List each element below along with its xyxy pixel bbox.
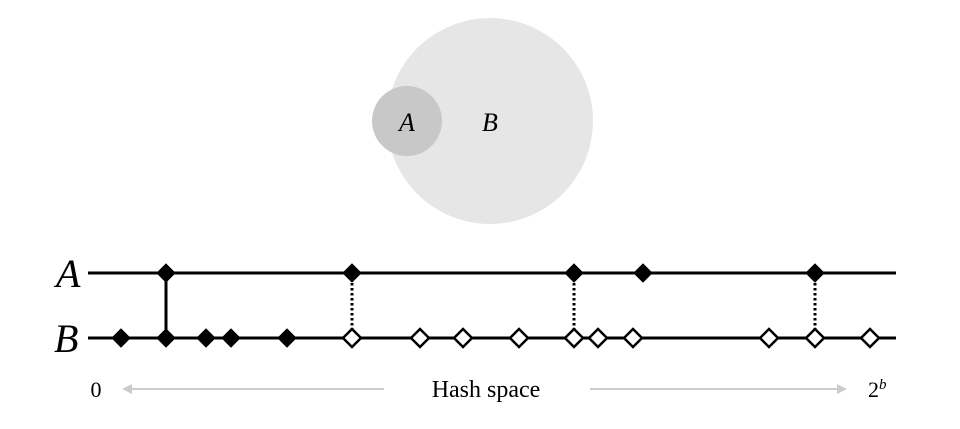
set-b-circle bbox=[387, 18, 593, 224]
marker-b-hollow bbox=[622, 327, 644, 349]
set-a-label: A bbox=[397, 108, 415, 137]
marker-b-filled bbox=[221, 328, 241, 348]
marker-b-hollow bbox=[758, 327, 780, 349]
marker-b-filled bbox=[277, 328, 297, 348]
marker-b-filled bbox=[111, 328, 131, 348]
markers-group bbox=[111, 263, 881, 349]
marker-b-hollow bbox=[804, 327, 826, 349]
venn-diagram: A B bbox=[372, 18, 593, 224]
marker-a bbox=[342, 263, 362, 283]
marker-b-filled bbox=[156, 328, 176, 348]
marker-a bbox=[156, 263, 176, 283]
axis-max-exponent: b bbox=[879, 377, 887, 393]
marker-b-hollow bbox=[341, 327, 363, 349]
set-a-circle bbox=[372, 86, 442, 156]
marker-b-hollow bbox=[563, 327, 585, 349]
links-group bbox=[164, 273, 817, 338]
marker-b-hollow bbox=[587, 327, 609, 349]
marker-a bbox=[633, 263, 653, 283]
axis-max-label: 2b bbox=[868, 377, 887, 402]
marker-b-hollow bbox=[508, 327, 530, 349]
marker-a bbox=[564, 263, 584, 283]
axis-min-label: 0 bbox=[91, 377, 102, 402]
line-a-label: A bbox=[53, 251, 81, 296]
marker-b-hollow bbox=[409, 327, 431, 349]
marker-b-hollow bbox=[452, 327, 474, 349]
axis-center-label: Hash space bbox=[432, 377, 541, 403]
line-b-label: B bbox=[54, 316, 78, 361]
marker-b-filled bbox=[196, 328, 216, 348]
hash-axis: 0 Hash space 2b bbox=[91, 377, 888, 403]
axis-max-base: 2 bbox=[868, 377, 879, 402]
marker-a bbox=[805, 263, 825, 283]
set-b-label: B bbox=[482, 108, 498, 137]
marker-b-hollow bbox=[859, 327, 881, 349]
